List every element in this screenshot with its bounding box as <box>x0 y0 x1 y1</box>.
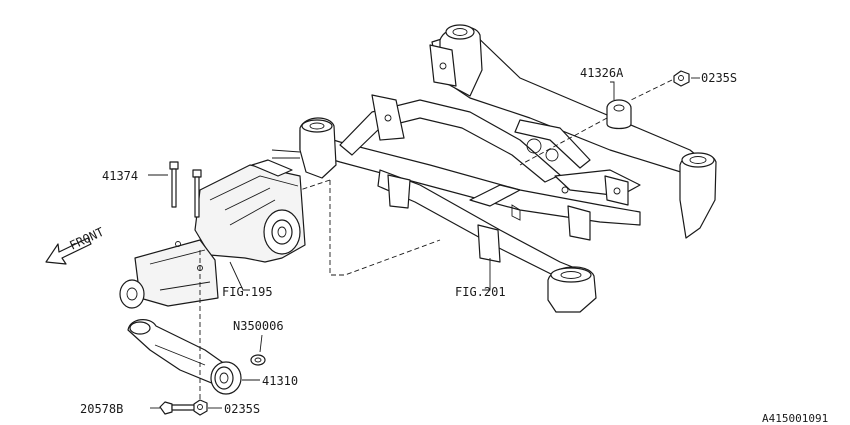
nut-0235S-bottom <box>193 399 208 416</box>
nut-0235S-top <box>673 70 690 87</box>
label-41326A: 41326A <box>580 66 624 80</box>
label-20578B: 20578B <box>80 402 123 416</box>
diff-support-arm <box>127 319 227 385</box>
label-41310: 41310 <box>262 374 298 388</box>
label-fig201: FIG.201 <box>455 285 506 299</box>
bushing-41310 <box>210 361 242 395</box>
diagram-reference-code: A415001091 <box>762 412 828 425</box>
bolt-20578B <box>159 401 203 415</box>
rear-differential <box>119 159 306 309</box>
rear-subframe <box>271 24 717 313</box>
bolt-41374 <box>169 161 202 218</box>
label-front: FRONT <box>67 225 106 253</box>
nut-N350006 <box>250 354 266 366</box>
leader-lines <box>148 77 700 409</box>
label-fig195: FIG.195 <box>222 285 273 299</box>
label-0235S-bottom: 0235S <box>224 402 260 416</box>
label-0235S-top: 0235S <box>701 71 737 85</box>
label-41374: 41374 <box>102 169 138 183</box>
label-N350006: N350006 <box>233 319 284 333</box>
front-direction-arrow-icon <box>45 237 92 265</box>
bushing-41326A <box>606 99 632 130</box>
